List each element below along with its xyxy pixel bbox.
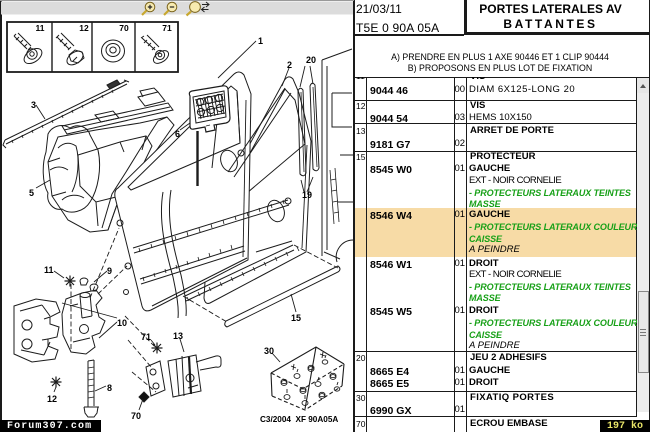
svg-text:8: 8 xyxy=(107,383,112,393)
svg-text:71: 71 xyxy=(141,332,151,342)
svg-text:3: 3 xyxy=(31,100,36,110)
svg-text:30: 30 xyxy=(264,346,274,356)
svg-text:70: 70 xyxy=(119,23,129,33)
svg-text:11: 11 xyxy=(36,23,45,33)
svg-text:6: 6 xyxy=(175,129,180,139)
svg-text:13: 13 xyxy=(173,331,183,341)
svg-text:9: 9 xyxy=(107,266,112,276)
svg-text:10: 10 xyxy=(117,318,127,328)
svg-text:12: 12 xyxy=(47,394,57,404)
svg-text:71: 71 xyxy=(162,23,172,33)
svg-text:12: 12 xyxy=(79,23,89,33)
svg-text:20: 20 xyxy=(306,55,316,65)
svg-text:C3/2004 XF 90A05A: C3/2004 XF 90A05A xyxy=(260,415,338,424)
svg-text:19: 19 xyxy=(302,190,312,200)
svg-text:2: 2 xyxy=(287,60,292,70)
svg-text:15: 15 xyxy=(291,313,301,323)
svg-text:70: 70 xyxy=(131,411,141,421)
svg-text:11: 11 xyxy=(44,265,54,275)
svg-text:5: 5 xyxy=(29,188,34,198)
svg-text:1: 1 xyxy=(258,36,263,46)
